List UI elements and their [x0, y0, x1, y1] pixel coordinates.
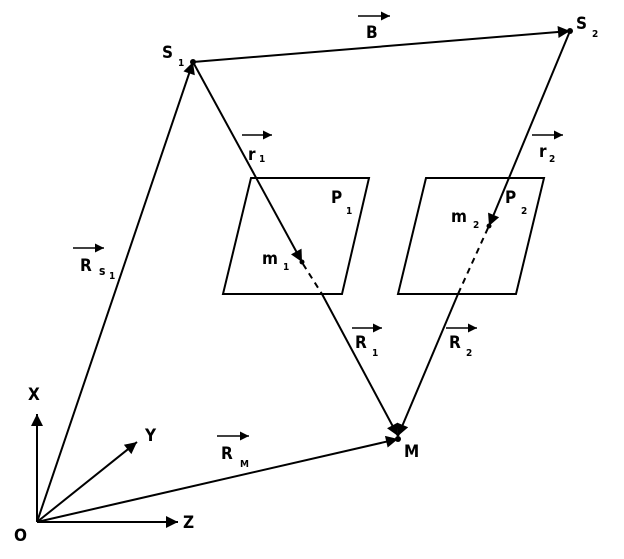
ray-R2	[397, 293, 459, 437]
label-m1-sub: 1	[283, 262, 289, 273]
label-RM: R	[221, 444, 233, 464]
point-m	[395, 436, 401, 442]
label-x: X	[28, 385, 40, 405]
label-m1: m	[262, 249, 278, 269]
label-m: M	[404, 442, 419, 462]
point-s2	[567, 28, 573, 34]
label-y: Y	[144, 426, 157, 446]
label-o: O	[14, 526, 27, 546]
vector-rs1	[36, 61, 195, 523]
ray-R1	[321, 293, 399, 437]
ray-r1-dashed	[302, 263, 323, 295]
point-s1	[190, 59, 196, 65]
label-m2: m	[451, 207, 467, 227]
label-z: Z	[183, 513, 194, 533]
ray-r2	[488, 30, 571, 227]
label-s1-sub: 1	[178, 58, 184, 69]
label-r1: r	[248, 145, 256, 165]
baseline-b	[192, 26, 571, 63]
image-plane-p1	[221, 177, 371, 295]
label-s2: S	[576, 14, 587, 34]
label-p2: P	[505, 188, 516, 208]
label-r2: r	[539, 142, 547, 162]
label-r2-sub: 2	[549, 154, 555, 165]
label-R2: R	[449, 333, 461, 353]
ray-r1	[192, 61, 303, 263]
label-RS: R	[80, 256, 92, 276]
y-axis	[36, 441, 138, 523]
ray-r2-dashed	[457, 227, 489, 295]
label-s2-sub: 2	[592, 29, 598, 40]
label-R2-sub: 2	[466, 348, 472, 359]
point-m1	[299, 259, 305, 265]
label-RS-sub: s	[99, 264, 105, 278]
label-b: B	[366, 23, 378, 43]
label-R1-sub: 1	[372, 348, 378, 359]
label-m2-sub: 2	[473, 220, 479, 231]
label-RS-sub2: 1	[109, 271, 115, 282]
label-r1-sub: 1	[259, 154, 265, 165]
label-p2-sub: 2	[521, 206, 527, 217]
label-R1: R	[355, 333, 367, 353]
label-p1: P	[331, 188, 342, 208]
label-RM-sub: M	[240, 459, 249, 470]
label-p1-sub: 1	[346, 206, 352, 217]
vector-rm	[36, 435, 399, 523]
label-s1: S	[162, 43, 173, 63]
point-m2	[486, 223, 492, 229]
image-plane-p2	[396, 177, 546, 295]
